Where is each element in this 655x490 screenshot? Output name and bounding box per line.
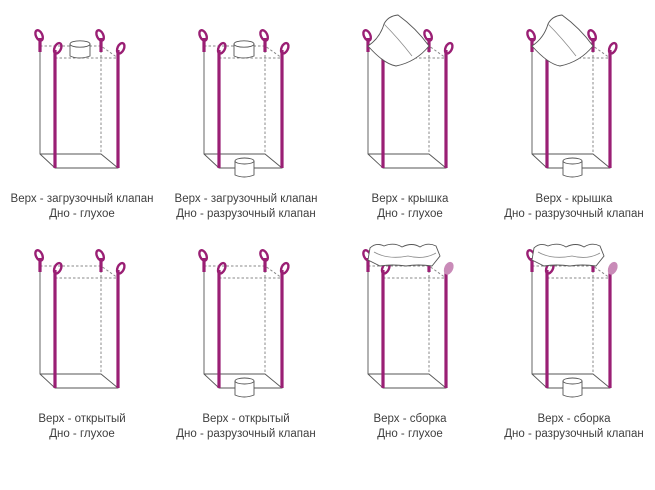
caption-bottom: Дно - глухое: [377, 428, 443, 440]
lifting-loop-icon: [279, 261, 290, 388]
bag-drawing: [362, 14, 454, 169]
bag-outline: [39, 266, 119, 389]
bag-outline: [367, 46, 447, 169]
lifting-loop-icon: [216, 261, 227, 388]
caption-bottom: Дно - глухое: [49, 428, 115, 440]
bag-back-edges: [204, 45, 283, 154]
bag-outline: [531, 266, 611, 389]
discharge-spout-icon: [234, 377, 255, 398]
caption-top: Верх - крышка: [535, 193, 613, 205]
discharge-spout-icon: [234, 157, 255, 178]
bag-caption: Верх - загрузочный клапан Дно - глухое: [0, 192, 164, 222]
bag-outline: [203, 46, 283, 169]
filling-spout-icon: [233, 40, 255, 59]
bag-lid-top-closed-bottom: Верх - крышка Дно - глухое: [328, 0, 492, 225]
caption-top: Верх - сборка: [373, 413, 447, 425]
duffle-skirt-icon: [367, 243, 441, 267]
lifting-loop-icon: [198, 29, 209, 52]
lifting-loop-icon: [443, 41, 454, 168]
lifting-loop-icon: [607, 261, 618, 388]
lifting-loop-icon: [34, 29, 45, 52]
bag-drawing: [34, 29, 126, 169]
lifting-loop-icon: [443, 261, 454, 388]
bag-outline: [203, 266, 283, 389]
bag-caption: Верх - сборка Дно - глухое: [328, 412, 492, 442]
lifting-loop-icon: [216, 41, 227, 168]
bag-skirt-top-spout-bottom: Верх - сборка Дно - разрузочный клапан: [492, 220, 655, 445]
bag-drawing: [198, 29, 290, 178]
caption-top: Верх - сборка: [537, 413, 611, 425]
discharge-spout-icon: [562, 377, 583, 398]
caption-top: Верх - загрузочный клапан: [10, 193, 154, 205]
bag-drawing: [526, 14, 618, 178]
lifting-loop-icon: [52, 41, 63, 168]
caption-top: Верх - крышка: [371, 193, 449, 205]
bag-caption: Верх - открытый Дно - глухое: [0, 412, 164, 442]
lifting-loop-icon: [95, 29, 106, 52]
bag-skirt-top-closed-bottom: Верх - сборка Дно - глухое: [328, 220, 492, 445]
bag-back-edges: [204, 265, 283, 374]
bag-caption: Верх - сборка Дно - разрузочный клапан: [492, 412, 655, 442]
filling-spout-icon: [69, 40, 91, 59]
caption-top: Верх - открытый: [202, 413, 290, 425]
lifting-loop-icon: [544, 261, 555, 388]
caption-bottom: Дно - разрузочный клапан: [504, 208, 644, 220]
bag-outline: [367, 266, 447, 389]
lifting-loop-icon: [423, 29, 434, 52]
lifting-loop-icon: [380, 261, 391, 388]
bag-open-top-spout-bottom: Верх - открытый Дно - разрузочный клапан: [164, 220, 328, 445]
lifting-loop-icon: [607, 41, 618, 168]
bag-caption: Верх - крышка Дно - глухое: [328, 192, 492, 222]
caption-bottom: Дно - глухое: [49, 208, 115, 220]
caption-bottom: Дно - разрузочный клапан: [176, 208, 316, 220]
bag-drawing: [526, 243, 618, 398]
discharge-spout-icon: [562, 157, 583, 178]
lifting-loop-icon: [115, 41, 126, 168]
caption-top: Верх - загрузочный клапан: [174, 193, 318, 205]
caption-bottom: Дно - разрузочный клапан: [176, 428, 316, 440]
bag-drawing: [34, 249, 126, 389]
lifting-loop-icon: [52, 261, 63, 388]
bag-drawing: [362, 243, 454, 389]
bag-back-edges: [40, 45, 119, 154]
lifting-loop-icon: [259, 249, 270, 272]
bag-caption: Верх - загрузочный клапан Дно - разрузоч…: [164, 192, 328, 222]
bag-outline: [531, 46, 611, 169]
bag-spout-top-spout-bottom: Верх - загрузочный клапан Дно - разрузоч…: [164, 0, 328, 225]
duffle-skirt-icon: [531, 243, 605, 267]
lifting-loop-icon: [587, 29, 598, 52]
bag-outline: [39, 46, 119, 169]
bag-caption: Верх - крышка Дно - разрузочный клапан: [492, 192, 655, 222]
lifting-loop-icon: [198, 249, 209, 272]
lifting-loop-icon: [95, 249, 106, 272]
bag-caption: Верх - открытый Дно - разрузочный клапан: [164, 412, 328, 442]
bag-back-edges: [532, 265, 611, 374]
caption-bottom: Дно - разрузочный клапан: [504, 428, 644, 440]
lifting-loop-icon: [362, 29, 373, 52]
caption-top: Верх - открытый: [38, 413, 126, 425]
bag-drawing: [198, 249, 290, 398]
lifting-loop-icon: [34, 249, 45, 272]
bag-lid-top-spout-bottom: Верх - крышка Дно - разрузочный клапан: [492, 0, 655, 225]
caption-bottom: Дно - глухое: [377, 208, 443, 220]
lifting-loop-icon: [115, 261, 126, 388]
bag-back-edges: [368, 265, 447, 374]
lid-flap-icon: [531, 14, 594, 67]
bag-open-top-closed-bottom: Верх - открытый Дно - глухое: [0, 220, 164, 445]
bag-back-edges: [40, 265, 119, 374]
lifting-loop-icon: [279, 41, 290, 168]
lifting-loop-icon: [259, 29, 270, 52]
lifting-loop-icon: [526, 29, 537, 52]
bag-spout-top-closed-bottom: Верх - загрузочный клапан Дно - глухое: [0, 0, 164, 225]
lid-flap-icon: [367, 14, 430, 67]
